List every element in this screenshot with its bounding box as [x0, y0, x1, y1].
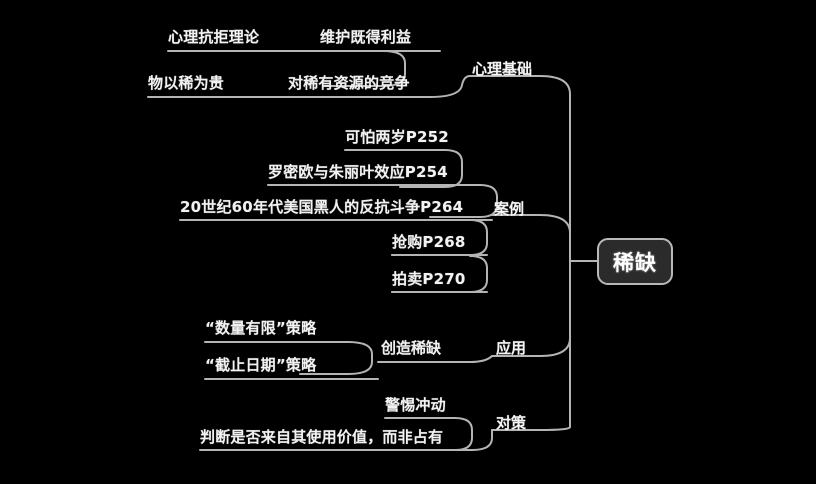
leaf-apply-deadline-strategy[interactable]: “截止日期”策略 [205, 356, 317, 374]
leaf-case-terrible-twos[interactable]: 可怕两岁P252 [345, 128, 449, 146]
leaf-counter-beware-impulse[interactable]: 警惕冲动 [385, 396, 446, 414]
branch-label-psychological-basis[interactable]: 心理基础 [472, 60, 533, 78]
leaf-apply-limited-quantity-strategy[interactable]: “数量有限”策略 [205, 319, 317, 337]
branch-label-cases[interactable]: 案例 [494, 200, 525, 218]
node-create-scarcity[interactable]: 创造稀缺 [381, 339, 442, 357]
branch-label-countermeasures[interactable]: 对策 [496, 414, 527, 432]
leaf-case-auction[interactable]: 拍卖P270 [392, 270, 466, 288]
leaf-psych-rarity-value[interactable]: 物以稀为贵 [148, 74, 225, 92]
leaf-counter-judge-use-value-not-possession[interactable]: 判断是否来自其使用价值，而非占有 [200, 428, 444, 446]
leaf-psych-protect-vested-interests[interactable]: 维护既得利益 [320, 28, 412, 46]
branch-label-application[interactable]: 应用 [496, 339, 527, 357]
leaf-case-romeo-juliet-effect[interactable]: 罗密欧与朱丽叶效应P254 [268, 163, 448, 181]
root-node-label: 稀缺 [613, 250, 657, 275]
root-node-scarcity[interactable]: 稀缺 [597, 238, 673, 285]
leaf-case-panic-buying[interactable]: 抢购P268 [392, 233, 466, 251]
leaf-case-1960s-civil-rights-struggle[interactable]: 20世纪60年代美国黑人的反抗斗争P264 [180, 198, 464, 216]
leaf-psych-reactance-theory[interactable]: 心理抗拒理论 [168, 28, 260, 46]
leaf-psych-competition-for-scarce-resources[interactable]: 对稀有资源的竞争 [288, 74, 410, 92]
